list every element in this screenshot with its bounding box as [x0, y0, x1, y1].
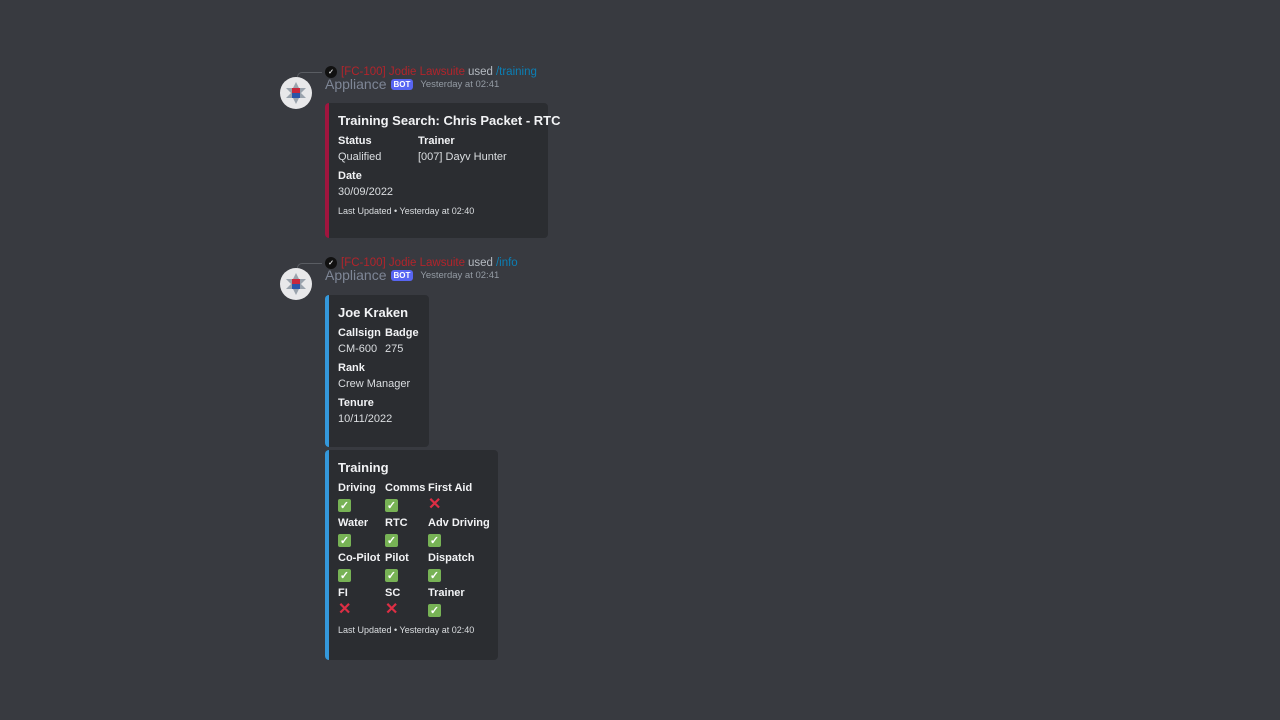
check-mark-icon: ✓: [338, 569, 351, 582]
field-name: Tenure: [338, 397, 374, 409]
field-name: Callsign: [338, 327, 381, 339]
bot-username[interactable]: Appliance: [325, 76, 387, 92]
training-field: Dispatch ✓: [428, 551, 498, 584]
training-search-embed: Training Search: Chris Packet - RTC Stat…: [325, 103, 561, 238]
field-name: Co-Pilot: [338, 552, 381, 564]
bot-avatar[interactable]: [280, 77, 312, 109]
field-name: FI: [338, 587, 348, 599]
field-value: Crew Manager: [338, 378, 411, 390]
training-field: Trainer ✓: [428, 586, 498, 619]
check-mark-icon: ✓: [428, 534, 441, 547]
reply-used: used: [468, 66, 493, 78]
field-name: Trainer: [428, 587, 465, 599]
field-value: 30/09/2022: [338, 186, 394, 198]
field-name: Status: [338, 135, 372, 147]
timestamp: Yesterday at 02:41: [420, 78, 500, 90]
fire-service-star-icon: [286, 82, 306, 104]
embed-title: Joe Kraken: [338, 305, 409, 320]
bot-avatar[interactable]: [280, 268, 312, 300]
check-mark-icon: ✓: [385, 499, 398, 512]
training-field: Pilot ✓: [385, 551, 428, 584]
user-mini-avatar-icon: ✓: [325, 257, 337, 269]
field-name: Adv Driving: [428, 517, 490, 529]
training-field: FI ✕: [338, 586, 385, 619]
training-field: RTC ✓: [385, 516, 428, 549]
cross-mark-icon: ✕: [428, 496, 442, 513]
check-mark-icon: ✓: [428, 569, 441, 582]
embed-title: Training Search: Chris Packet - RTC: [338, 113, 561, 128]
training-field: Comms ✓: [385, 481, 428, 514]
field-name: Badge: [385, 327, 419, 339]
field-name: Dispatch: [428, 552, 475, 564]
embed-title: Training: [338, 460, 389, 475]
cross-mark-icon: ✕: [385, 601, 399, 618]
field-value: CM-600: [338, 343, 378, 355]
bot-badge: BOT: [390, 269, 414, 281]
bot-username[interactable]: Appliance: [325, 267, 387, 283]
training-field: SC ✕: [385, 586, 428, 619]
cross-mark-icon: ✕: [338, 601, 352, 618]
field-name: First Aid: [428, 482, 473, 494]
field-value: Qualified: [338, 151, 382, 163]
reply-username[interactable]: [FC-100] Jodie Lawsuite: [341, 257, 466, 269]
reply-used: used: [468, 257, 493, 269]
field-name: Comms: [385, 482, 426, 494]
field-name: Driving: [338, 482, 376, 494]
reply-command[interactable]: /training: [495, 66, 537, 78]
check-mark-icon: ✓: [385, 569, 398, 582]
training-field: Water ✓: [338, 516, 385, 549]
reply-command[interactable]: /info: [495, 257, 518, 269]
field-value: 275: [385, 343, 404, 355]
command-reply[interactable]: ✓ [FC-100] Jodie Lawsuite used /info: [325, 255, 518, 271]
field-name: Date: [338, 170, 362, 182]
check-mark-icon: ✓: [385, 534, 398, 547]
command-reply[interactable]: ✓ [FC-100] Jodie Lawsuite used /training: [325, 64, 537, 80]
field-value: 10/11/2022: [338, 413, 393, 425]
training-field: Co-Pilot ✓: [338, 551, 385, 584]
check-mark-icon: ✓: [338, 534, 351, 547]
field-name: Trainer: [418, 135, 455, 147]
field-name: Water: [338, 517, 369, 529]
field-name: Pilot: [385, 552, 409, 564]
embed-footer: Last Updated • Yesterday at 02:40: [338, 625, 475, 635]
check-mark-icon: ✓: [428, 604, 441, 617]
check-mark-icon: ✓: [338, 499, 351, 512]
training-field: Driving ✓: [338, 481, 385, 514]
timestamp: Yesterday at 02:41: [420, 269, 500, 281]
user-mini-avatar-icon: ✓: [325, 66, 337, 78]
fire-service-star-icon: [286, 273, 306, 295]
training-field: First Aid ✕: [428, 481, 498, 514]
field-value: [007] Dayv Hunter: [418, 151, 507, 163]
training-field: Adv Driving ✓: [428, 516, 498, 549]
field-name: SC: [385, 587, 401, 599]
training-status-embed: Training Driving✓Comms✓First Aid✕Water✓R…: [325, 450, 498, 660]
reply-username[interactable]: [FC-100] Jodie Lawsuite: [341, 66, 466, 78]
field-name: RTC: [385, 517, 408, 529]
field-name: Rank: [338, 362, 365, 374]
bot-badge: BOT: [390, 78, 414, 90]
embed-footer: Last Updated • Yesterday at 02:40: [338, 206, 475, 216]
